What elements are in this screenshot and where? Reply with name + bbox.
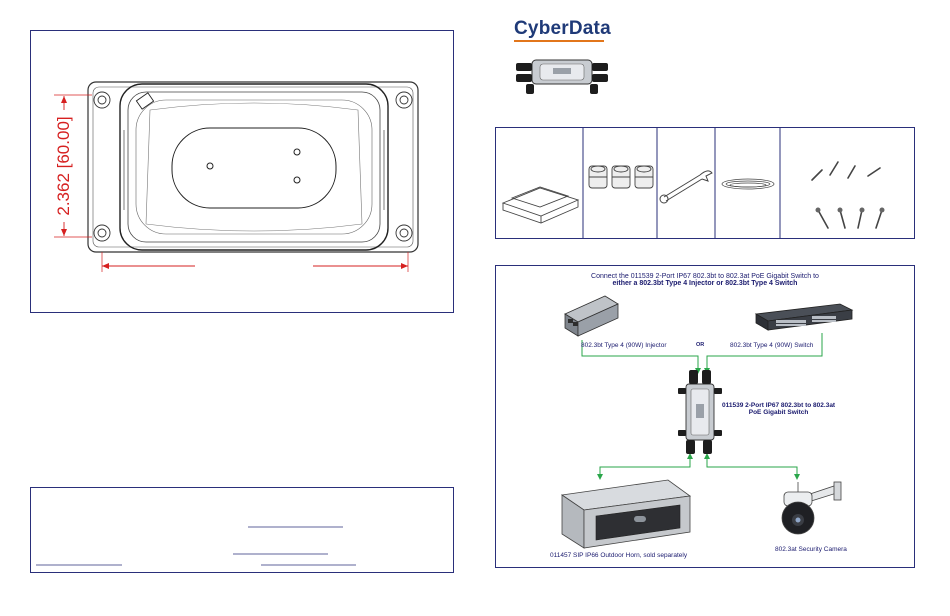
outdoor-horn-icon [560,479,692,549]
or-label: OR [696,342,705,348]
cable-tie-icon [721,178,775,190]
poe-injector-icon [564,295,619,337]
wrench-icon [659,170,713,204]
enclosure-body [119,83,389,251]
horn-label: 011457 SIP IP66 Outdoor Horn, sold separ… [550,552,688,559]
title-block [30,487,454,573]
technical-drawing-frame [30,30,454,313]
camera-label: 802.3at Security Camera [775,546,847,553]
poe-switch-device-icon [678,370,722,454]
connection-diagram-frame [495,265,915,568]
screw-anchor-icon [811,161,883,229]
brand-logo: CyberData [514,18,611,39]
security-camera-icon [781,481,842,535]
switch-label: 802.3bt Type 4 (90W) Switch [730,342,814,349]
network-switch-icon [754,303,854,331]
enclosure-lid-plate [171,127,337,209]
device-label: 011539 2-Port IP67 802.3bt to 802.3at Po… [722,402,836,416]
injector-label: 802.3bt Type 4 (90W) Injector [581,342,667,349]
diagram-title: Connect the 011539 2-Port IP67 802.3bt t… [591,273,819,287]
enclosure-icon [501,186,580,224]
cable-gland-icon [588,165,654,189]
included-parts-frame [495,127,915,239]
mounting-flange [87,81,419,253]
brand-logo-underline [514,40,604,42]
